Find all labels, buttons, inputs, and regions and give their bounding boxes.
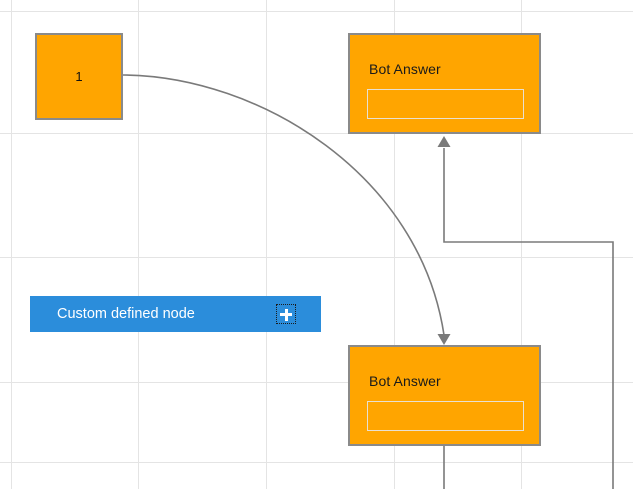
start-node[interactable]: 1 bbox=[35, 33, 123, 120]
plus-icon[interactable] bbox=[276, 304, 296, 324]
bot-answer-node-top-content-slot[interactable] bbox=[367, 89, 524, 119]
custom-defined-node-button[interactable]: Custom defined node bbox=[30, 296, 321, 332]
bot-answer-node-bottom[interactable]: Bot Answer bbox=[348, 345, 541, 446]
bot-answer-node-top-title: Bot Answer bbox=[369, 61, 441, 77]
bot-answer-node-bottom-title: Bot Answer bbox=[369, 373, 441, 389]
bot-answer-node-bottom-content-slot[interactable] bbox=[367, 401, 524, 431]
edge-start-to-bot-answer-bottom[interactable] bbox=[122, 74, 445, 336]
custom-defined-node-label: Custom defined node bbox=[57, 306, 195, 322]
edge-bot-answer-bottom-to-top[interactable] bbox=[443, 148, 614, 489]
edge-start-to-bot-answer-bottom-arrowhead bbox=[437, 334, 451, 345]
bot-answer-node-top[interactable]: Bot Answer bbox=[348, 33, 541, 134]
edge-bot-answer-bottom-to-top-arrowhead bbox=[437, 136, 451, 147]
